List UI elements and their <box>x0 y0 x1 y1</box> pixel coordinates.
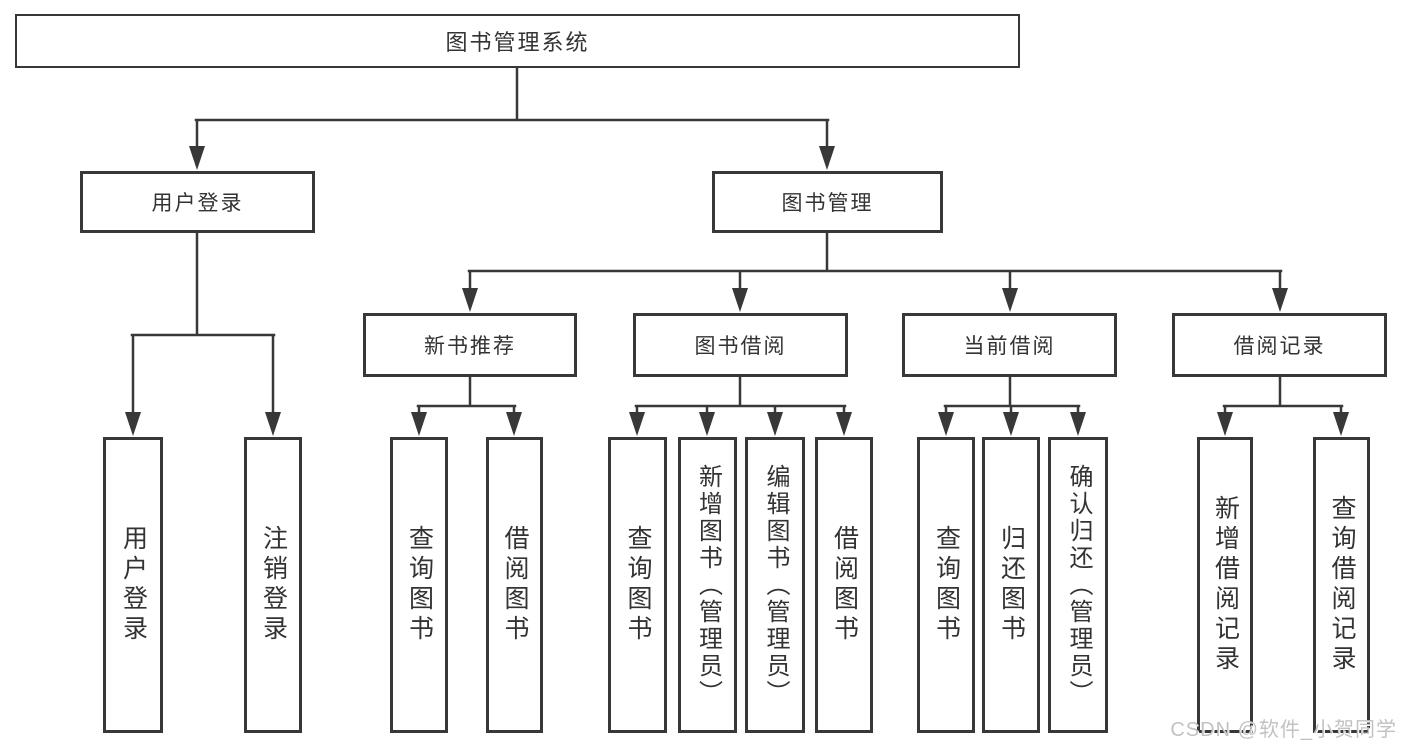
edge-records-to-leaves <box>1222 374 1344 418</box>
leaf-edit-book-admin: 编辑图书（管理员） <box>745 437 805 733</box>
node-borrow-records: 借阅记录 <box>1172 313 1387 377</box>
node-new-book-recommend: 新书推荐 <box>363 313 577 377</box>
edge-newbook-to-leaves <box>416 374 517 418</box>
edge-root-to-level2 <box>194 65 830 152</box>
leaf-return-books: 归还图书 <box>982 437 1040 733</box>
leaf-query-books-borrow: 查询图书 <box>608 437 667 733</box>
edge-bookmgmt-to-level3 <box>467 230 1283 294</box>
node-book-management: 图书管理 <box>712 171 943 233</box>
node-current-borrow: 当前借阅 <box>902 313 1117 377</box>
leaf-borrow-books-recommend: 借阅图书 <box>486 437 543 733</box>
node-root: 图书管理系统 <box>15 14 1020 68</box>
leaf-query-books-current: 查询图书 <box>917 437 975 733</box>
edge-current-to-leaves <box>943 374 1081 418</box>
node-book-borrow: 图书借阅 <box>633 313 848 377</box>
node-user-login: 用户登录 <box>80 171 315 233</box>
leaf-query-books-recommend: 查询图书 <box>390 437 448 733</box>
leaf-add-book-admin: 新增图书（管理员） <box>678 437 737 733</box>
leaf-user-login: 用户登录 <box>103 437 163 733</box>
leaf-logout: 注销登录 <box>244 437 302 733</box>
csdn-watermark: CSDN @软件_小贺同学 <box>1170 719 1397 741</box>
leaf-confirm-return-admin: 确认归还（管理员） <box>1048 437 1108 733</box>
leaf-add-borrow-record: 新增借阅记录 <box>1197 437 1253 733</box>
edge-borrow-to-leaves <box>634 374 847 418</box>
edge-userlogin-to-leaves <box>130 230 276 418</box>
leaf-borrow-books: 借阅图书 <box>815 437 873 733</box>
leaf-query-borrow-record: 查询借阅记录 <box>1313 437 1370 733</box>
